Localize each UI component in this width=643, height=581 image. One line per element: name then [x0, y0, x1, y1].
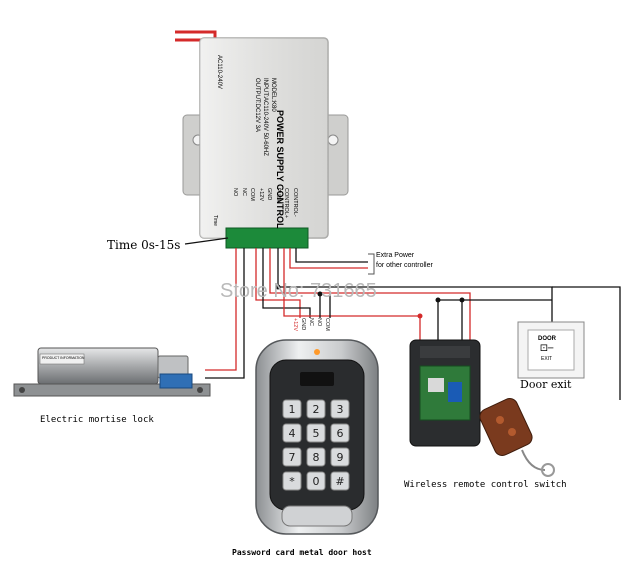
keypad-key-label: 3: [337, 403, 344, 416]
keypad-key-6: [330, 423, 350, 443]
access-wire-label: +12V: [292, 318, 298, 331]
store-watermark: Store No: 731665: [220, 280, 377, 302]
psu-ac-label: AC110-240V: [216, 55, 222, 89]
exit-button-bottom: EXIT: [541, 356, 553, 362]
keypad-key-label: 8: [313, 451, 320, 464]
keypad-key-2: [306, 399, 326, 419]
terminal-label: +12V: [257, 188, 264, 201]
terminal-label: COM: [249, 188, 255, 201]
extra-power-label-2: for other controller: [376, 262, 433, 269]
door-exit-button: [517, 321, 585, 379]
psu-time-knob: Time: [212, 215, 218, 226]
exit-button-key-icon: ⚀─: [540, 344, 554, 354]
keypad-key-1: [282, 399, 302, 419]
extra-power-label-1: Extra Power: [376, 252, 415, 259]
keypad-key-3: [330, 399, 350, 419]
wires: [184, 237, 621, 400]
password-keypad-host: 1 2 3 4 5 6 7 8 9 * 0 #: [255, 339, 379, 535]
psu-output: OUTPUT:DC12V 3A: [254, 78, 260, 133]
keypad-key-label: 7: [289, 451, 296, 464]
keypad-key-label: 9: [337, 451, 344, 464]
exit-button-top: DOOR: [538, 336, 556, 342]
keypad-key-4: [282, 423, 302, 443]
terminal-label: CONTROL+: [283, 188, 289, 219]
lock-plate-label: PRODUCT INFORMATION: [42, 356, 85, 360]
mortise-lock-label: Electric mortise lock: [40, 415, 154, 425]
keypad-key-label: #: [335, 475, 344, 488]
terminal-label: CONTROL-: [291, 188, 298, 217]
keypad-key-8: [306, 447, 326, 467]
psu-input: INPUT:AC110-240V 50-60HZ: [262, 78, 268, 156]
keypad-key-label: 1: [289, 403, 296, 416]
access-wire-label: NO: [316, 318, 322, 327]
power-supply-unit: [175, 30, 349, 249]
terminal-label: PUSH: [274, 188, 281, 204]
keypad-keys: 1 2 3 4 5 6 7 8 9 * 0 #: [282, 399, 350, 491]
access-wire-label: GND: [300, 318, 306, 331]
keypad-key-label: 0: [313, 475, 320, 488]
terminal-label: NC: [240, 188, 247, 196]
wireless-label: Wireless remote control switch: [404, 480, 567, 490]
password-host-label: Password card metal door host: [232, 548, 372, 557]
keypad-key-label: 6: [337, 427, 344, 440]
keypad-key-label: 4: [289, 427, 296, 440]
keypad-key-#: [330, 471, 350, 491]
keypad-key-label: 5: [313, 427, 320, 440]
door-exit-label: Door exit: [520, 378, 572, 391]
wireless-receiver: [409, 339, 481, 447]
remote-fob: [479, 398, 555, 477]
keypad-key-5: [306, 423, 326, 443]
keypad-key-*: [282, 471, 302, 491]
time-label: Time 0s-15s: [107, 238, 181, 252]
terminal-label: GND: [266, 188, 272, 201]
keypad-key-label: 2: [313, 403, 320, 416]
keypad-key-label: *: [289, 475, 295, 488]
keypad-key-0: [306, 471, 326, 491]
keypad-key-7: [282, 447, 302, 467]
electric-mortise-lock: [13, 347, 211, 397]
psu-model: MODEL:K80: [270, 78, 276, 112]
keypad-key-9: [330, 447, 350, 467]
terminal-label: NO: [232, 188, 238, 197]
access-wire-label: COM: [324, 318, 330, 331]
access-wire-label: NC: [308, 318, 314, 326]
